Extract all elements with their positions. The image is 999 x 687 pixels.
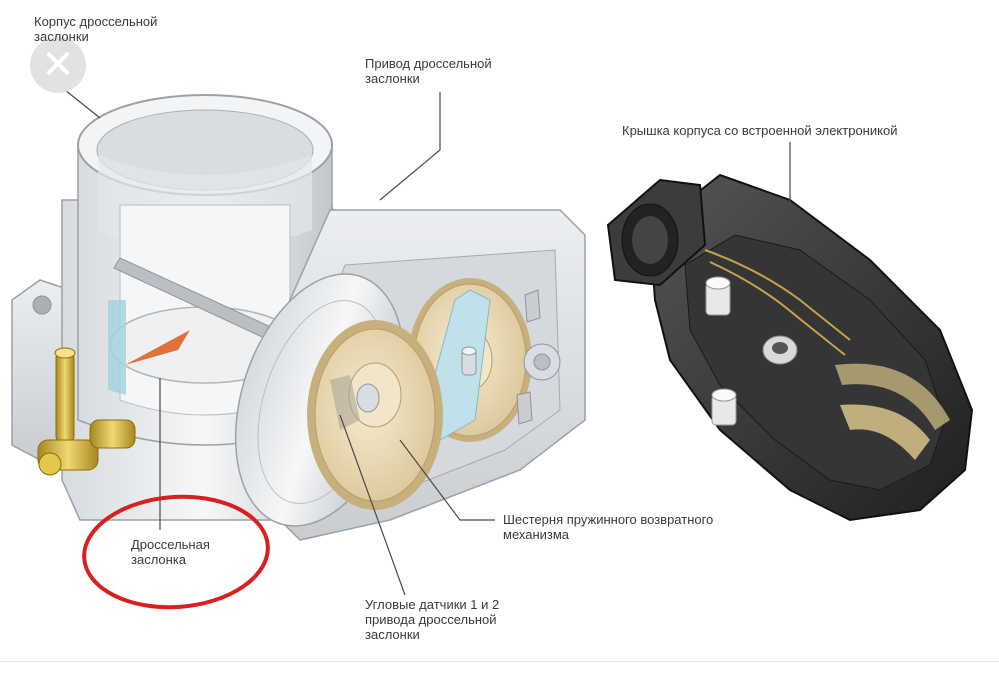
brass-coolant-fitting bbox=[37, 347, 136, 476]
housing-cover-with-electronics bbox=[606, 173, 974, 522]
cover-electrical-connector bbox=[606, 178, 707, 287]
leader-lines bbox=[64, 89, 791, 596]
close-button[interactable]: ✕ bbox=[30, 37, 86, 93]
return-spring-gear bbox=[307, 320, 443, 510]
flange-hole bbox=[32, 295, 52, 315]
seal-strip bbox=[108, 300, 126, 395]
terminal-tab bbox=[516, 391, 533, 425]
close-icon: ✕ bbox=[41, 42, 75, 88]
cover-mount-post bbox=[705, 276, 731, 316]
label-throttle-valve: Дроссельная заслонка bbox=[131, 537, 210, 567]
leader-line-throttle-body bbox=[64, 89, 101, 119]
label-throttle-body: Корпус дроссельной заслонки bbox=[34, 14, 158, 44]
label-throttle-drive: Привод дроссельной заслонки bbox=[365, 56, 492, 86]
leader-line-angle-sensors bbox=[339, 414, 406, 596]
throttle-drive-housing bbox=[234, 209, 586, 541]
label-angle-sensors: Угловые датчики 1 и 2 привода дроссельно… bbox=[365, 597, 500, 642]
leader-line-return-spring-gear bbox=[399, 439, 495, 521]
sensor-tracks bbox=[840, 404, 930, 460]
sensor-tracks bbox=[835, 363, 950, 430]
drive-gear-small bbox=[523, 343, 561, 381]
cover-mount-post bbox=[711, 388, 737, 426]
terminal-tab bbox=[524, 289, 541, 323]
leader-line-throttle-drive bbox=[379, 92, 441, 201]
label-housing-cover: Крышка корпуса со встроенной электронико… bbox=[622, 123, 898, 138]
label-return-spring-gear: Шестерня пружинного возвратного механизм… bbox=[503, 512, 714, 542]
cover-center-boss bbox=[762, 335, 798, 365]
cover-inner-panel bbox=[684, 234, 946, 491]
gear-pin bbox=[461, 346, 477, 376]
highlight-circle bbox=[82, 494, 270, 610]
circuit-traces bbox=[704, 249, 851, 356]
throttle-plate-marker bbox=[125, 330, 190, 365]
bottom-bar bbox=[0, 661, 999, 683]
